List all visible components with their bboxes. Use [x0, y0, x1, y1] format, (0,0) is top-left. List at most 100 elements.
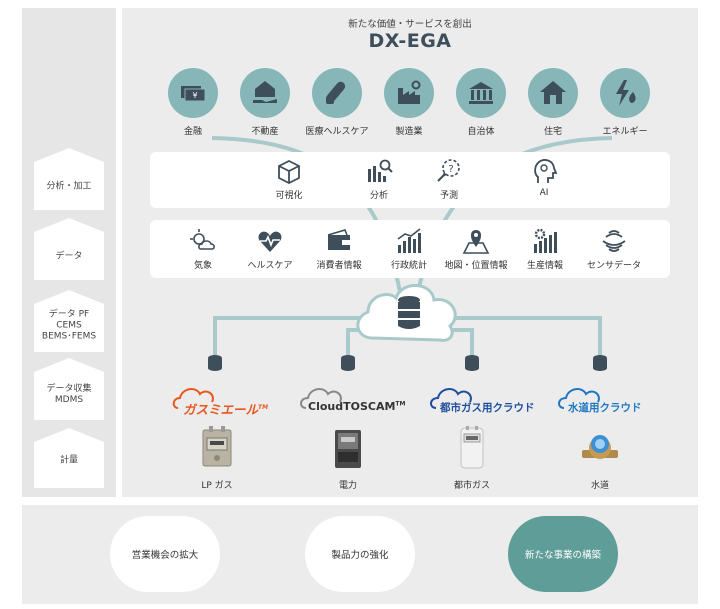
industry-label: 不動産	[251, 127, 279, 137]
analysis-ai: AI	[509, 157, 579, 198]
layer-label: 計量	[59, 455, 78, 466]
database-node-icon	[341, 355, 355, 371]
data-label: 生産情報	[526, 261, 563, 271]
svg-text:¥: ¥	[192, 91, 197, 100]
wallet-icon	[327, 229, 350, 250]
data-label: 地図・位置情報	[444, 261, 508, 271]
database-node-icon	[208, 355, 222, 371]
database-node-icon	[465, 355, 479, 371]
bar-chart-icon	[397, 228, 421, 253]
house-hand-icon	[253, 81, 277, 103]
data-healthcare: ヘルスケア	[235, 227, 305, 271]
meter-water: 水道	[565, 424, 635, 491]
industry-energy: エネルギー	[590, 68, 660, 137]
industry-label: 住宅	[543, 127, 562, 137]
analysis-band	[150, 152, 670, 208]
sensor-icon	[602, 230, 626, 252]
layer-data: データ	[34, 240, 104, 274]
citygas-cloud-icon	[430, 388, 472, 409]
lp-gas-meter-icon	[202, 426, 232, 467]
industry-medical: 医療ヘルスケア	[302, 68, 372, 137]
layer-metering: 計量	[34, 446, 104, 476]
ai-head-icon	[534, 159, 558, 183]
meter-citygas: 都市ガス	[437, 424, 507, 491]
service-name: CloudTOSCAM	[308, 400, 396, 413]
layer-platform: データ PF CEMS BEMS･FEMS	[34, 304, 104, 348]
data-label: ヘルスケア	[247, 261, 293, 271]
cube-icon	[278, 159, 300, 185]
gear-chart-icon	[534, 228, 557, 253]
service-tm: TM	[258, 403, 269, 411]
service-tm: TM	[395, 400, 406, 408]
layer-label: データ収集 MDMS	[46, 384, 92, 405]
page-title: DX-EGA	[368, 30, 452, 52]
data-sensor: センサデータ	[579, 227, 649, 271]
data-label: 行政統計	[390, 261, 427, 271]
analysis-label: 予測	[439, 191, 458, 201]
forecast-icon: ?	[437, 159, 460, 182]
data-label: 気象	[193, 261, 212, 271]
data-label: センサデータ	[586, 261, 641, 271]
analysis-analyze: 分析	[344, 157, 414, 201]
outcome-sales-expansion: 営業機会の拡大	[110, 516, 220, 592]
meter-label: 水道	[590, 481, 609, 491]
analysis-visualize: 可視化	[254, 157, 324, 201]
service-citygas-cloud: 都市ガス用クラウド	[440, 400, 535, 415]
industry-label: 医療ヘルスケア	[305, 127, 369, 137]
branch-lp	[213, 316, 368, 362]
industry-label: 自治体	[467, 127, 495, 137]
service-name: 都市ガス用クラウド	[440, 402, 535, 414]
meter-power: 電力	[313, 424, 383, 491]
data-map: 地図・位置情報	[441, 227, 511, 271]
analysis-label: AI	[539, 188, 549, 198]
data-weather: 気象	[168, 227, 238, 271]
outcome-label: 新たな事業の構築	[524, 550, 601, 561]
analysis-forecast: ? 予測	[414, 157, 484, 201]
industry-realestate: 不動産	[230, 68, 300, 137]
service-cloudtoscam: CloudTOSCAMTM	[308, 400, 406, 413]
analysis-label: 可視化	[275, 191, 303, 201]
outcome-label: 製品力の強化	[331, 550, 389, 561]
government-building-icon	[469, 82, 493, 104]
industry-housing: 住宅	[518, 68, 588, 137]
power-meter-icon	[335, 430, 361, 468]
industry-manufacturing: 製造業	[374, 68, 444, 137]
outcome-product-strength: 製品力の強化	[305, 516, 415, 592]
page-subtitle: 新たな価値・サービスを創出	[348, 19, 472, 30]
chart-magnifier-icon	[368, 159, 393, 182]
industry-finance: ¥ 金融	[158, 68, 228, 137]
layer-collection: データ収集 MDMS	[34, 376, 104, 414]
energy-icon	[616, 80, 636, 106]
meter-lpgas: LP ガス	[182, 424, 252, 491]
industry-label: エネルギー	[602, 127, 648, 137]
industry-label: 金融	[183, 127, 202, 137]
meter-label: LP ガス	[201, 481, 233, 491]
data-label: 消費者情報	[316, 261, 362, 271]
home-icon	[540, 81, 566, 104]
factory-icon	[398, 80, 421, 104]
layer-label: データ	[55, 251, 83, 262]
analysis-label: 分析	[369, 191, 388, 201]
weather-icon	[190, 229, 215, 250]
data-statistics: 行政統計	[374, 227, 444, 271]
node-databases	[208, 355, 607, 371]
cloudtoscam-cloud-icon	[300, 388, 342, 409]
service-gasmieru: ガスミエールTM	[183, 399, 268, 418]
data-consumer: 消費者情報	[304, 227, 374, 271]
industry-label: 製造業	[395, 127, 423, 137]
outcome-label: 営業機会の拡大	[131, 550, 199, 561]
branch-water	[450, 316, 602, 362]
data-production: 生産情報	[510, 227, 580, 271]
service-water-cloud: 水道用クラウド	[568, 400, 642, 415]
svg-text:?: ?	[448, 164, 453, 175]
service-name: 水道用クラウド	[568, 402, 642, 414]
gasmieru-cloud-icon	[172, 388, 214, 409]
meter-label: 都市ガス	[453, 481, 490, 491]
layer-analysis: 分析・加工	[34, 170, 104, 204]
water-cloud-icon	[558, 388, 600, 409]
outcome-new-business: 新たな事業の構築	[508, 516, 618, 592]
heart-pulse-icon	[258, 231, 282, 252]
industry-government: 自治体	[446, 68, 516, 137]
water-meter-icon	[582, 435, 618, 459]
